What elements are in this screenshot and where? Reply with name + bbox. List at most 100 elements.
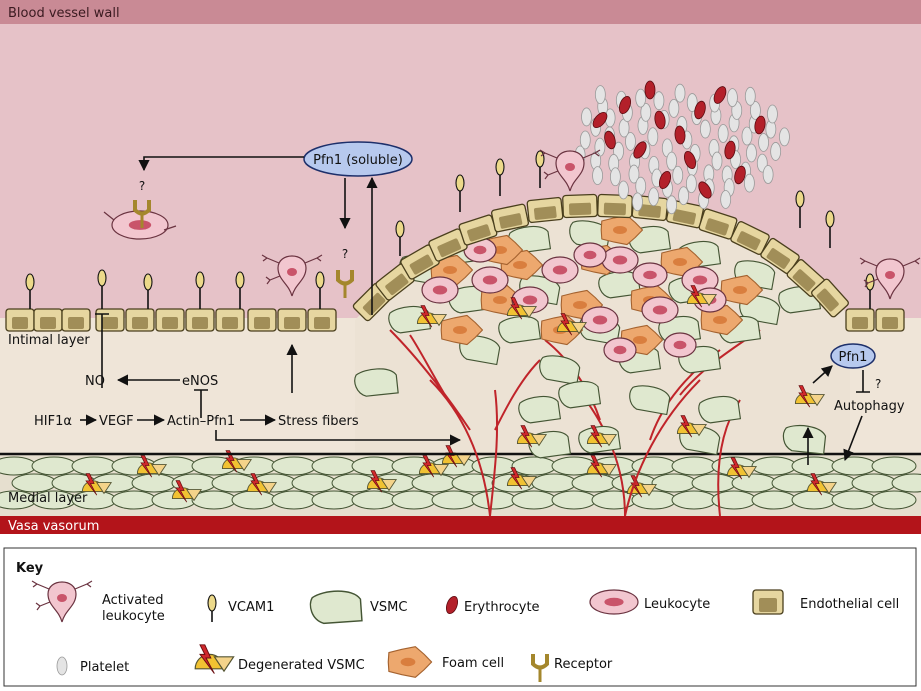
medial-vsmc	[352, 491, 396, 509]
medial-vsmc	[472, 491, 516, 509]
medial-layer-label: Medial layer	[8, 491, 88, 506]
endothelial-cell	[126, 309, 154, 331]
leukocyte-cell	[633, 263, 667, 287]
platelet	[746, 144, 756, 162]
endothelial-cell	[248, 309, 276, 331]
key-erythrocyte: Erythrocyte	[464, 600, 540, 615]
platelet	[727, 89, 737, 107]
medial-vsmc	[792, 491, 836, 509]
key-receptor: Receptor	[554, 657, 613, 672]
enos-label: eNOS	[182, 374, 218, 389]
pfn1-soluble-label: Pfn1 (soluble)	[313, 153, 403, 168]
endothelial-cell	[278, 309, 306, 331]
key-activated-leukocyte-1: Activated	[102, 593, 164, 608]
platelet	[648, 128, 658, 146]
medial-vsmc	[752, 457, 796, 475]
leukocyte-cell	[590, 590, 638, 614]
leukocyte-cell	[574, 243, 606, 267]
medial-vsmc	[512, 457, 556, 475]
endothelial-cell	[308, 309, 336, 331]
medial-vsmc	[432, 491, 476, 509]
leukocyte-cell	[664, 333, 696, 357]
medial-vsmc	[872, 457, 916, 475]
platelet	[673, 166, 683, 184]
endothelial-cell	[563, 194, 598, 217]
medial-vsmc	[232, 491, 276, 509]
endothelial-cell	[876, 309, 904, 331]
medial-vsmc	[272, 491, 316, 509]
platelet	[582, 108, 592, 126]
leukocyte-cell	[422, 277, 458, 303]
key-title: Key	[16, 561, 44, 576]
medial-vsmc	[72, 457, 116, 475]
platelet	[721, 190, 731, 208]
erythrocyte	[645, 81, 655, 99]
medial-vsmc	[0, 457, 36, 475]
platelet	[767, 105, 777, 123]
pfn1-label: Pfn1	[839, 350, 868, 365]
medial-vsmc	[832, 457, 876, 475]
platelet	[618, 181, 628, 199]
platelet	[57, 657, 67, 675]
medial-vsmc	[852, 474, 896, 492]
platelet	[667, 196, 677, 214]
medial-vsmc	[832, 491, 876, 509]
medial-vsmc	[12, 474, 56, 492]
medial-vsmc	[652, 474, 696, 492]
medial-vsmc	[272, 457, 316, 475]
endothelial-cell	[96, 309, 124, 331]
medial-vsmc	[312, 457, 356, 475]
leukocyte-cell	[542, 257, 578, 283]
key-foam-cell: Foam cell	[442, 656, 504, 671]
medial-vsmc	[392, 491, 436, 509]
medial-vsmc	[552, 491, 596, 509]
platelet	[649, 188, 659, 206]
medial-vsmc	[672, 491, 716, 509]
platelet	[744, 174, 754, 192]
autophagy-label: Autophagy	[834, 399, 905, 414]
leukocyte-cell	[472, 267, 508, 293]
leukocyte-cell	[602, 247, 638, 273]
endothelial-cell	[186, 309, 214, 331]
endothelial-cell	[6, 309, 34, 331]
key-platelet: Platelet	[80, 660, 129, 675]
platelet	[595, 86, 605, 104]
medial-vsmc	[692, 474, 736, 492]
medial-vsmc	[872, 491, 916, 509]
intimal-layer-label: Intimal layer	[8, 333, 90, 348]
medial-vsmc	[752, 491, 796, 509]
platelet	[654, 92, 664, 110]
leukocyte-cell	[604, 338, 636, 362]
medial-vsmc	[112, 491, 156, 509]
platelet	[636, 89, 646, 107]
endothelial-cell	[527, 197, 563, 222]
medial-vsmc	[412, 474, 456, 492]
platelet	[763, 166, 773, 184]
medial-vsmc	[792, 457, 836, 475]
key-vcam1: VCAM1	[228, 600, 274, 615]
vegf-label: VEGF	[99, 414, 134, 429]
medial-vsmc	[32, 457, 76, 475]
platelet	[771, 142, 781, 160]
platelet	[712, 152, 722, 170]
endothelial-cell	[846, 309, 874, 331]
medial-vsmc	[512, 491, 556, 509]
endothelial-cell	[156, 309, 184, 331]
medial-vsmc	[132, 474, 176, 492]
medial-layer	[0, 446, 921, 516]
platelet	[669, 99, 679, 117]
hif1a-label: HIF1α	[34, 414, 72, 429]
key-activated-leukocyte-2: leukocyte	[102, 609, 165, 624]
platelet	[610, 168, 620, 186]
question-mark-1: ?	[139, 179, 145, 193]
medial-vsmc	[312, 491, 356, 509]
key-vsmc: VSMC	[370, 600, 407, 615]
endothelial-cell	[598, 194, 633, 217]
platelet	[759, 133, 769, 151]
leukocyte-cell	[642, 297, 678, 323]
platelet	[593, 167, 603, 185]
medial-vsmc	[452, 474, 496, 492]
blood-vessel-wall-band	[0, 0, 921, 24]
endothelial-cell	[753, 590, 783, 614]
